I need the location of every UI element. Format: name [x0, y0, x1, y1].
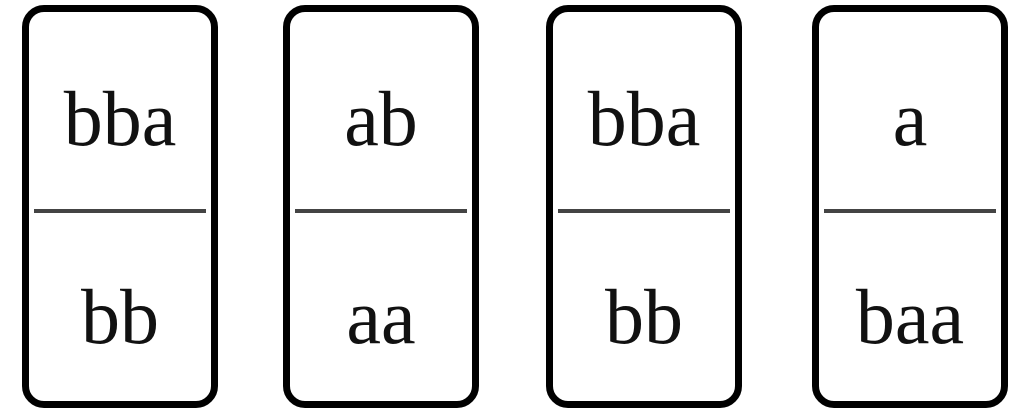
domino-3-divider: [558, 209, 730, 213]
domino-2: ab aa: [283, 5, 479, 408]
domino-3-top-string: bba: [587, 75, 701, 162]
domino-4-top-string: a: [892, 75, 928, 162]
domino-4-divider: [824, 209, 996, 213]
domino-2-bottom-string: aa: [346, 273, 416, 360]
domino-1-top-string: bba: [63, 75, 177, 162]
domino-4: a baa: [812, 5, 1008, 408]
domino-3: bba bb: [546, 5, 742, 408]
domino-2-divider: [295, 209, 467, 213]
domino-3-bottom-string: bb: [605, 273, 683, 360]
domino-1-bottom-string: bb: [81, 273, 159, 360]
domino-1: bba bb: [22, 5, 218, 408]
domino-1-divider: [34, 209, 206, 213]
domino-4-bottom-string: baa: [855, 273, 965, 360]
domino-2-top-string: ab: [344, 75, 418, 162]
